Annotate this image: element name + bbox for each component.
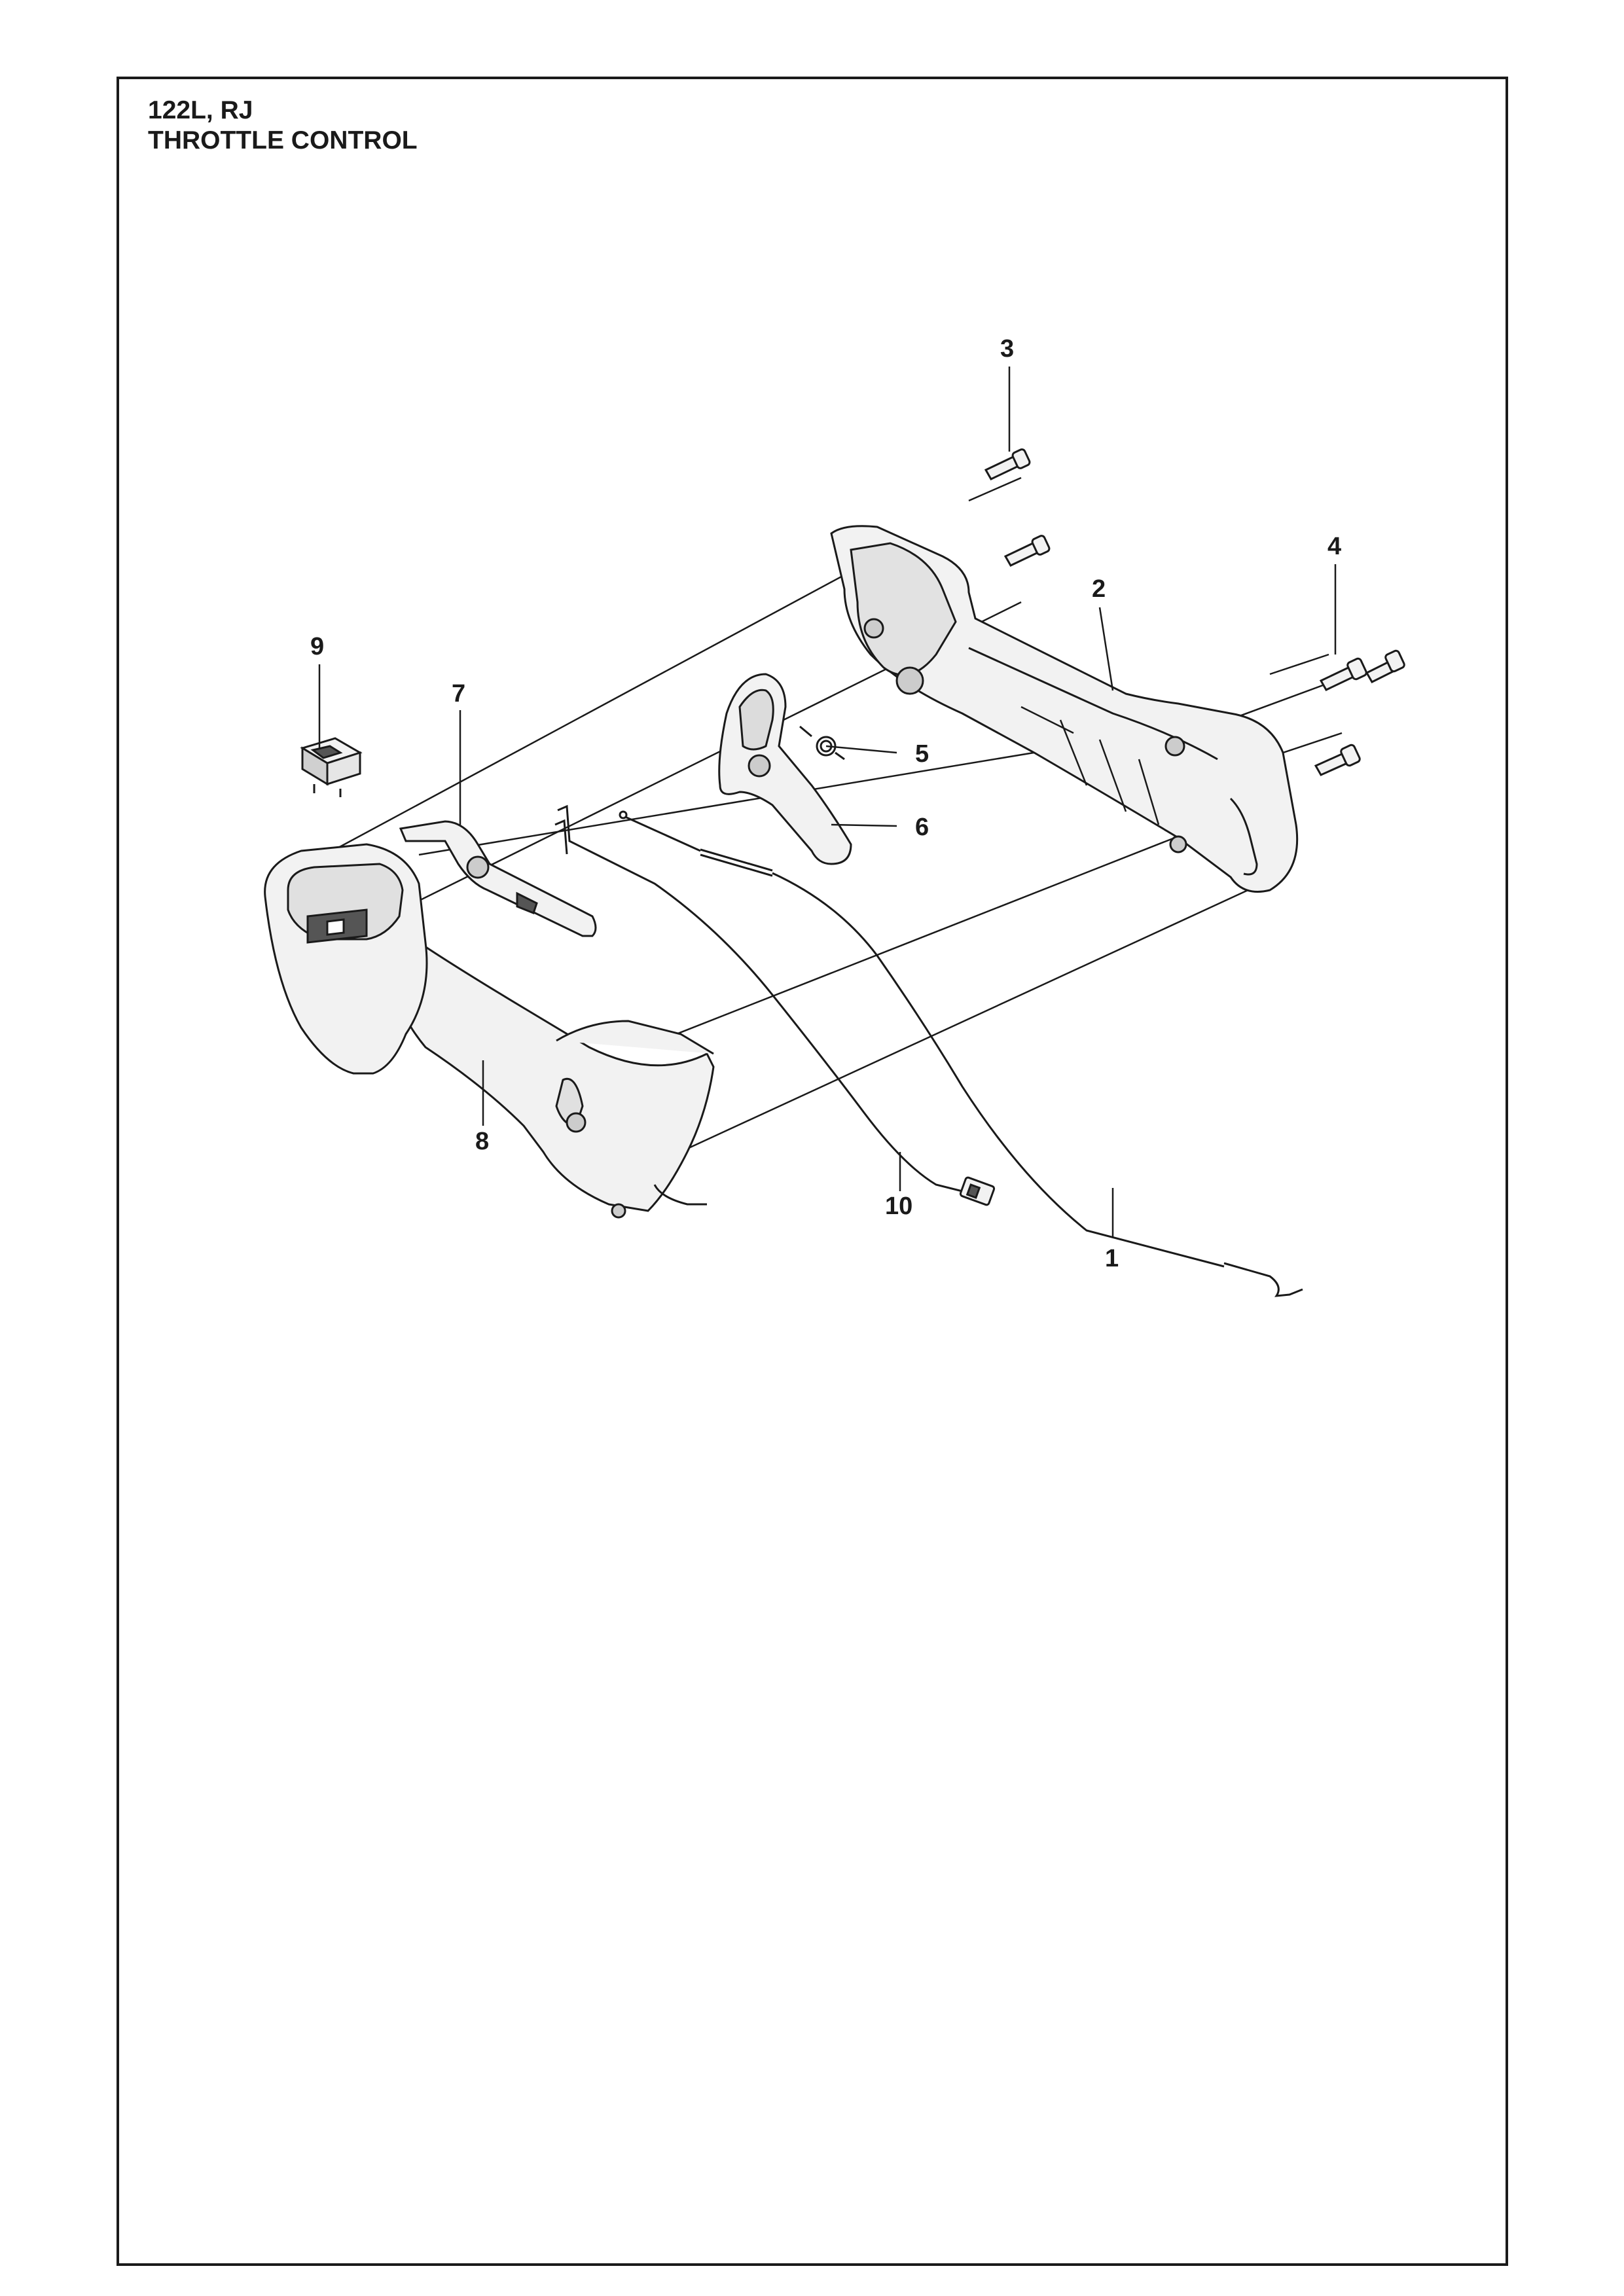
part-6-throttle-trigger xyxy=(718,673,852,865)
callout-9: 9 xyxy=(310,633,324,660)
page-frame xyxy=(117,77,1508,2266)
callout-1: 1 xyxy=(1105,1245,1119,1272)
part-7-lockout-lever xyxy=(399,820,597,937)
title-block: 122L, RJ THROTTLE CONTROL xyxy=(148,96,418,156)
part-9-switch xyxy=(300,737,363,797)
callout-10: 10 xyxy=(885,1193,912,1220)
part-10-stop-cable xyxy=(554,804,996,1206)
callout-3: 3 xyxy=(1000,335,1014,363)
model-title: 122L, RJ xyxy=(148,96,253,124)
callout-6: 6 xyxy=(915,814,929,841)
section-title: THROTTLE CONTROL xyxy=(148,126,418,154)
part-5-spring xyxy=(799,725,845,761)
part-2-handle-bracket xyxy=(830,525,1299,893)
callout-2: 2 xyxy=(1092,575,1106,603)
part-4-screws xyxy=(1314,649,1405,776)
callout-7: 7 xyxy=(452,680,465,708)
callout-8: 8 xyxy=(475,1128,489,1155)
callout-4: 4 xyxy=(1327,533,1341,560)
leader-lines xyxy=(318,367,1337,1237)
part-3-screws xyxy=(984,448,1051,567)
part-1-throttle-cable xyxy=(619,810,1303,1297)
callout-labels: 3 4 2 9 7 5 6 8 10 1 xyxy=(310,335,1341,1272)
callout-5: 5 xyxy=(915,740,929,768)
part-8-handle-grip xyxy=(264,843,715,1219)
